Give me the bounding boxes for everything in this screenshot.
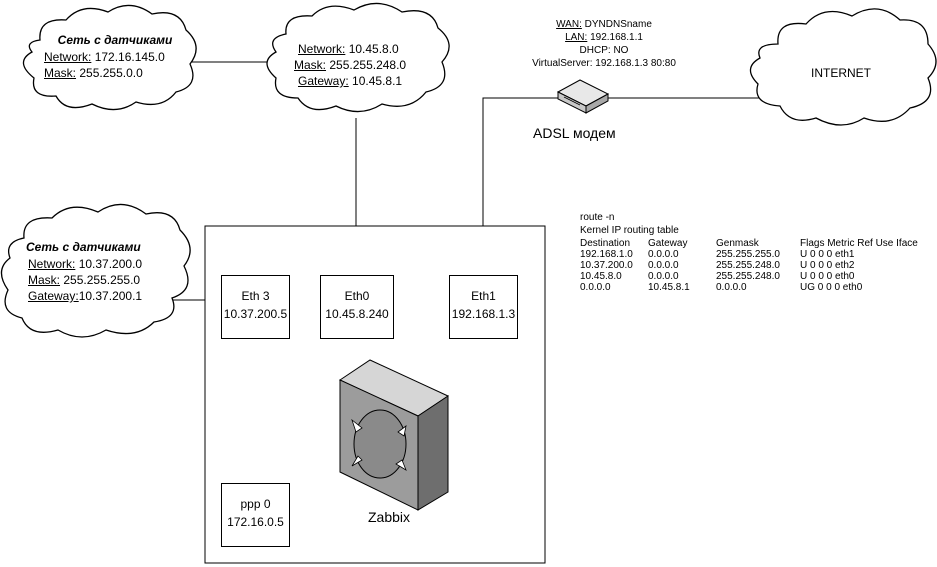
cell: 255.255.248.0 — [716, 260, 780, 271]
cloud3-gateway: Gateway:10.37.200.1 — [28, 289, 142, 304]
iface-eth1-name: Eth1 — [471, 289, 496, 303]
cloud2-mask-label: Mask: — [294, 58, 327, 72]
cloud3-mask-value: 255.255.255.0 — [63, 273, 141, 287]
cloud1-mask-value: 255.255.0.0 — [79, 66, 143, 80]
iface-eth1-ip: 192.168.1.3 — [451, 307, 516, 321]
cell: UG 0 0 0 eth0 — [800, 282, 863, 293]
iface-eth3: Eth 3 10.37.200.5 — [221, 275, 290, 339]
link-modem-eth1 — [482, 97, 562, 275]
modem-wan-label: WAN: — [556, 19, 582, 30]
cloud1-mask: Mask: 255.255.0.0 — [44, 66, 143, 81]
cloud3-title: Сеть с датчиками — [26, 240, 141, 254]
cloud3-network: Network: 10.37.200.0 — [28, 257, 142, 272]
cloud-internet — [749, 8, 937, 126]
internet-label: INTERNET — [811, 66, 871, 80]
cell: 0.0.0.0 — [648, 260, 679, 271]
cloud2-mask: Mask: 255.255.248.0 — [294, 58, 406, 73]
cloud3-mask: Mask: 255.255.255.0 — [28, 273, 140, 288]
cloud1-network-value: 172.16.145.0 — [94, 50, 165, 64]
cell: 0.0.0.0 — [580, 282, 611, 293]
modem-dhcp: DHCP: NO — [579, 45, 629, 56]
cloud3-gateway-label: Gateway: — [28, 289, 79, 303]
cell: 0.0.0.0 — [716, 282, 747, 293]
iface-ppp0: ppp 0 172.16.0.5 — [221, 483, 290, 547]
cell: 0.0.0.0 — [648, 249, 679, 260]
table-row: 10.37.200.0 0.0.0.0 255.255.248.0 U 0 0 … — [580, 260, 922, 271]
cloud1-network: Network: 172.16.145.0 — [44, 50, 165, 65]
col-destination: Destination — [580, 238, 631, 249]
iface-eth1: Eth1 192.168.1.3 — [449, 275, 518, 339]
col-flags: Flags Metric Ref Use Iface — [800, 238, 918, 249]
cloud2-gateway-value: 10.45.8.1 — [352, 74, 403, 88]
cloud3-gateway-value: 10.37.200.1 — [78, 289, 143, 303]
cell: U 0 0 0 eth2 — [800, 260, 855, 271]
cloud1-network-label: Network: — [44, 50, 92, 64]
cloud3-network-value: 10.37.200.0 — [78, 257, 143, 271]
iface-ppp0-name: ppp 0 — [240, 497, 271, 511]
routing-header-row: Destination Gateway Genmask Flags Metric… — [580, 238, 922, 249]
table-row: 0.0.0.0 10.45.8.1 0.0.0.0 UG 0 0 0 eth0 — [580, 282, 922, 293]
cell: 255.255.255.0 — [716, 249, 780, 260]
table-row: 10.45.8.0 0.0.0.0 255.255.248.0 U 0 0 0 … — [580, 271, 922, 282]
routing-title: Kernel IP routing table — [580, 225, 679, 236]
zabbix-label: Zabbix — [368, 509, 411, 525]
cell: 10.37.200.0 — [580, 260, 633, 271]
cloud2-network-value: 10.45.8.0 — [348, 42, 399, 56]
cell: 192.168.1.0 — [580, 249, 633, 260]
cloud-network-2 — [266, 2, 450, 113]
iface-eth0-ip: 10.45.8.240 — [325, 307, 389, 321]
cloud3-network-label: Network: — [28, 257, 76, 271]
cell: 10.45.8.0 — [580, 271, 622, 282]
modem-virtual-server: VirtualServer: 192.168.1.3 80:80 — [532, 58, 676, 69]
modem-lan: LAN: 192.168.1.1 — [504, 32, 704, 44]
iface-ppp0-ip: 172.16.0.5 — [227, 515, 284, 529]
iface-eth3-ip: 10.37.200.5 — [223, 307, 288, 321]
table-row: 192.168.1.0 0.0.0.0 255.255.255.0 U 0 0 … — [580, 249, 922, 260]
cell: U 0 0 0 eth1 — [800, 249, 855, 260]
cell: 10.45.8.1 — [648, 282, 690, 293]
modem-label: ADSL модем — [533, 125, 616, 141]
routing-table: Destination Gateway Genmask Flags Metric… — [580, 238, 922, 293]
iface-eth3-name: Eth 3 — [241, 289, 270, 303]
iface-eth0: Eth0 10.45.8.240 — [320, 275, 394, 339]
modem-lan-label: LAN: — [565, 32, 588, 43]
cloud2-network: Network: 10.45.8.0 — [298, 42, 399, 57]
cloud1-title: Сеть с датчиками — [57, 33, 173, 47]
cloud2-network-label: Network: — [298, 42, 346, 56]
col-genmask: Genmask — [716, 238, 759, 249]
cloud1-mask-label: Mask: — [44, 66, 77, 80]
cell: 255.255.248.0 — [716, 271, 780, 282]
cell: 0.0.0.0 — [648, 271, 679, 282]
modem-wan: WAN: DYNDNSname — [504, 19, 704, 31]
modem-wan-value: DYNDNSname — [584, 19, 652, 30]
iface-eth0-name: Eth0 — [344, 289, 370, 303]
col-gateway: Gateway — [648, 238, 688, 249]
cloud3-mask-label: Mask: — [28, 273, 61, 287]
cloud2-gateway: Gateway: 10.45.8.1 — [298, 74, 402, 89]
routing-command: route -n — [580, 212, 615, 223]
modem-lan-value: 192.168.1.1 — [590, 32, 643, 43]
cloud2-mask-value: 255.255.248.0 — [329, 58, 407, 72]
cloud2-gateway-label: Gateway: — [298, 74, 349, 88]
cell: U 0 0 0 eth0 — [800, 271, 855, 282]
cloud-sensors-1 — [22, 4, 197, 111]
routing-table-wrap: Destination Gateway Genmask Flags Metric… — [580, 238, 922, 293]
zabbix-router-shape — [338, 359, 450, 511]
adsl-modem-shape — [556, 79, 610, 114]
cloud-sensors-3 — [0, 203, 191, 338]
